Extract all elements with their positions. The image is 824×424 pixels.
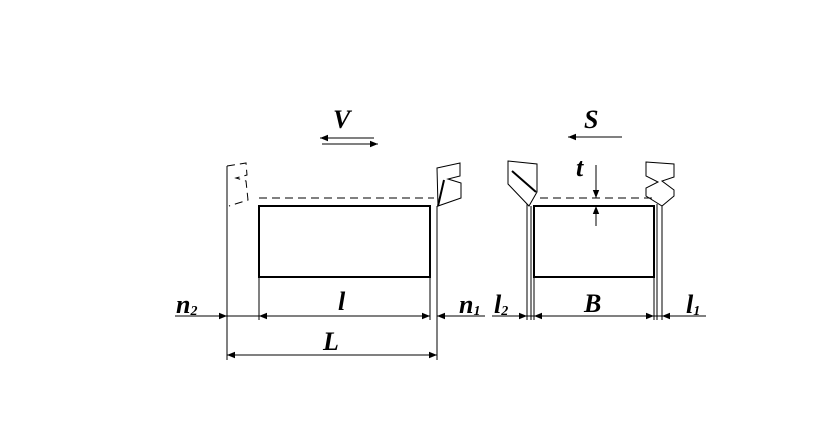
label-t: t (576, 153, 584, 182)
tool-right-start (507, 160, 538, 320)
tool-right-end (645, 161, 675, 320)
label-b: B (583, 289, 601, 318)
label-l2: l2 (494, 290, 508, 319)
label-n2: n2 (176, 290, 197, 319)
label-l: l (338, 287, 346, 316)
label-s: S (584, 105, 598, 134)
label-n1: n1 (459, 290, 480, 319)
right-view: S t B l2 l1 (492, 105, 706, 320)
label-v: V (333, 105, 353, 134)
workpiece-left (258, 205, 431, 278)
workpiece-right (533, 205, 655, 278)
tool-left-end (436, 162, 462, 207)
label-l1: l1 (686, 290, 700, 319)
left-view: V l n2 n1 L (175, 105, 485, 360)
tool-left-start (226, 162, 249, 207)
label-total-l: L (322, 327, 339, 356)
